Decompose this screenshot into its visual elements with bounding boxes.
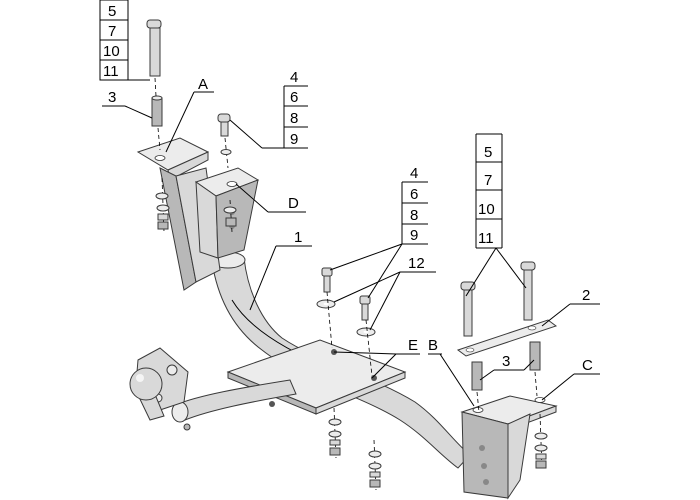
bolt-top-left <box>146 19 163 151</box>
label-E: E <box>408 337 418 354</box>
callout-6-center: 6 <box>410 186 418 203</box>
callout-8-top: 8 <box>290 110 298 127</box>
callout-9-top: 9 <box>290 131 298 148</box>
label-3-right: 3 <box>502 353 510 370</box>
label-B: B <box>428 337 438 354</box>
callout-D: D <box>235 183 306 213</box>
ball-mount <box>129 347 297 431</box>
label-3-left: 3 <box>108 89 116 106</box>
callout-3-left: 3 <box>102 89 153 119</box>
callout-3-right: 3 <box>479 353 535 381</box>
callout-7: 7 <box>108 23 116 40</box>
callout-4-center: 4 <box>410 165 418 182</box>
callout-8-center: 8 <box>410 207 418 224</box>
callout-5: 5 <box>108 3 116 20</box>
callout-11: 11 <box>103 63 119 80</box>
label-C: C <box>582 357 593 374</box>
callout-5-right: 5 <box>484 144 492 161</box>
label-D: D <box>288 195 299 212</box>
left-washer-stack <box>155 177 170 233</box>
callout-12: 12 <box>333 255 436 331</box>
right-bracket <box>460 395 558 500</box>
callout-10: 10 <box>103 43 120 60</box>
callout-7-right: 7 <box>484 172 492 189</box>
callout-B: B <box>428 337 475 407</box>
callout-4-top: 4 <box>290 69 298 86</box>
right-lower-nuts <box>534 413 548 471</box>
callout-9-center: 9 <box>410 227 418 244</box>
callout-2: 2 <box>541 287 600 327</box>
center-mounting-plate <box>226 339 407 415</box>
bolt-top-mid <box>217 113 237 233</box>
callout-E: E <box>333 337 420 379</box>
label-12: 12 <box>408 255 425 272</box>
callout-11-right: 11 <box>478 230 494 247</box>
center-lower-nuts <box>328 407 382 491</box>
callout-10-right: 10 <box>478 201 495 218</box>
callout-A: A <box>165 76 214 153</box>
label-2: 2 <box>582 287 590 304</box>
callout-stack-center: 4 6 8 9 <box>329 165 428 299</box>
callout-stack-top-mid: 4 6 8 9 <box>229 69 308 149</box>
label-A: A <box>198 76 208 93</box>
callout-stack-right: 5 7 10 11 <box>465 133 527 297</box>
left-bracket <box>136 137 260 291</box>
right-long-bolts <box>456 261 558 413</box>
callout-C: C <box>541 357 600 401</box>
callout-1: 1 <box>249 229 312 311</box>
label-1: 1 <box>294 229 302 246</box>
callout-6-top: 6 <box>290 89 298 106</box>
callout-stack-top-left: 5 7 10 11 <box>99 0 150 81</box>
